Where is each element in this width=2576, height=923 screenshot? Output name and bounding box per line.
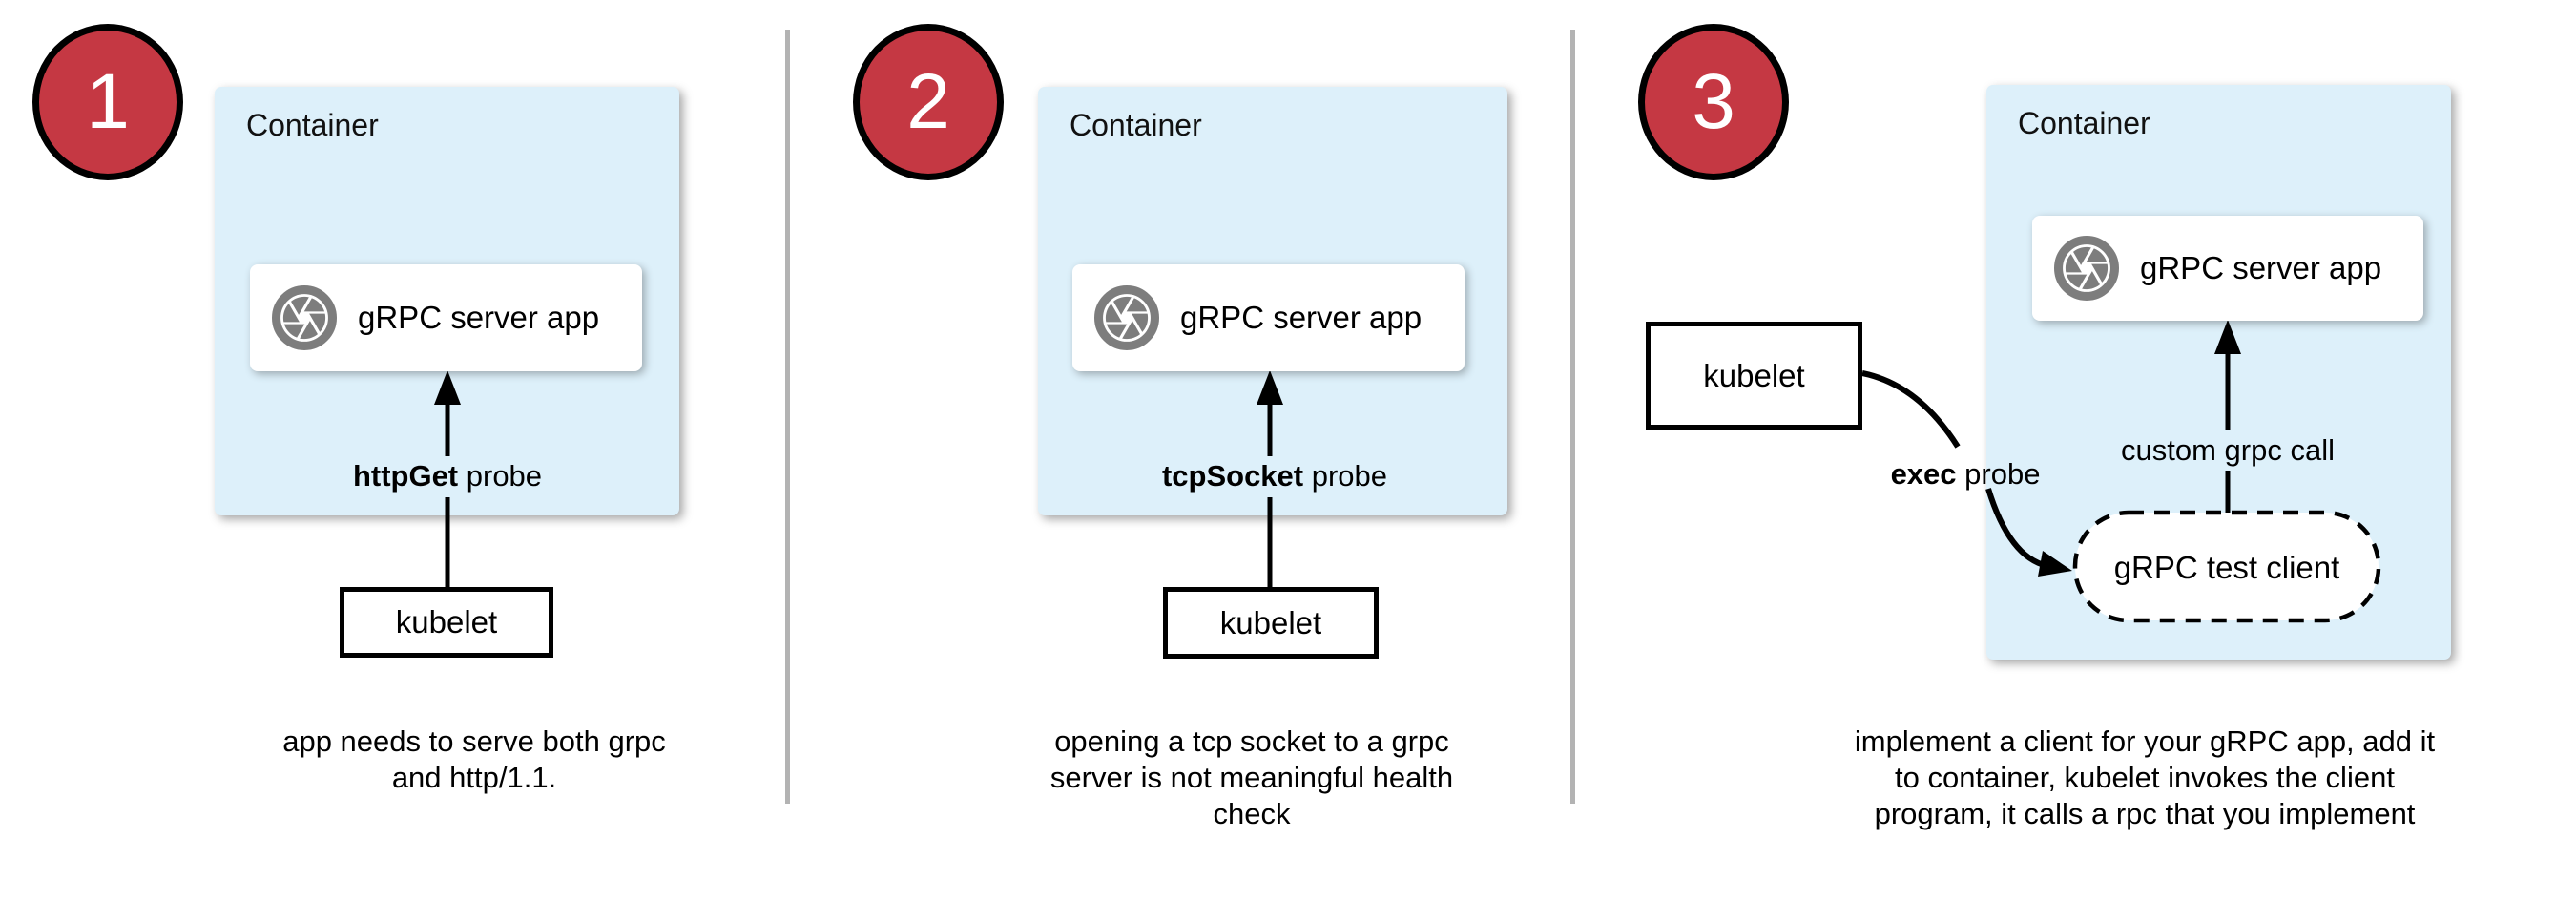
step-badge-1: 1 xyxy=(32,24,183,180)
grpc-test-client-label: gRPC test client xyxy=(2113,550,2340,585)
probe-word-1: probe xyxy=(458,459,543,493)
custom-grpc-call-label: custom grpc call xyxy=(2121,433,2335,467)
probe-label-3: exec probe xyxy=(1822,457,2109,491)
container-label-1: Container xyxy=(246,108,379,142)
kubelet-box-1: kubelet xyxy=(340,587,553,658)
caption-2: opening a tcp socket to a grpc server is… xyxy=(985,724,1519,832)
caption-1-line-1: app needs to serve both grpc xyxy=(282,724,666,758)
grpc-server-app-box-2: gRPC server app xyxy=(1072,264,1465,371)
caption-3-line-1: implement a client for your gRPC app, ad… xyxy=(1854,724,2436,758)
step-badge-3: 3 xyxy=(1638,24,1789,180)
grpc-server-app-label-3: gRPC server app xyxy=(2140,250,2382,285)
probe-word-3: probe xyxy=(1956,457,2041,491)
step-badge-2: 2 xyxy=(853,24,1004,180)
aperture-shutter-icon xyxy=(2054,236,2119,301)
caption-2-line-2: server is not meaningful health xyxy=(1049,761,1454,794)
kubelet-box-3: kubelet xyxy=(1646,322,1862,430)
kubelet-box-2: kubelet xyxy=(1163,587,1379,659)
probe-word-2: probe xyxy=(1303,459,1388,493)
caption-2-line-1: opening a tcp socket to a grpc xyxy=(1054,724,1449,758)
caption-3-line-2: to container, kubelet invokes the client xyxy=(1895,761,2395,794)
container-label-2: Container xyxy=(1070,108,1202,142)
exec-curve-upper xyxy=(1861,370,1961,449)
grpc-server-app-label-1: gRPC server app xyxy=(358,300,600,335)
caption-1-line-2: and http/1.1. xyxy=(391,761,557,794)
panel-divider-2 xyxy=(1570,30,1575,804)
grpc-server-app-box-1: gRPC server app xyxy=(250,264,642,371)
container-label-3: Container xyxy=(2018,106,2150,140)
caption-1: app needs to serve both grpc and http/1.… xyxy=(236,724,713,796)
step-number-1: 1 xyxy=(86,58,130,145)
probe-label-1: httpGet probe xyxy=(304,459,591,493)
kubelet-label-2: kubelet xyxy=(1219,604,1322,640)
step-number-2: 2 xyxy=(906,58,950,145)
probe-type-1: httpGet xyxy=(352,459,459,493)
aperture-shutter-icon xyxy=(272,285,337,350)
panel-divider-1 xyxy=(785,30,790,804)
aperture-shutter-icon xyxy=(1094,285,1159,350)
caption-3-line-3: program, it calls a rpc that you impleme… xyxy=(1874,797,2416,830)
caption-3: implement a client for your gRPC app, ad… xyxy=(1811,724,2479,832)
probe-label-2: tcpSocket probe xyxy=(1132,459,1418,493)
kubelet-label-3: kubelet xyxy=(1703,357,1805,393)
probe-type-3: exec xyxy=(1890,457,1957,491)
grpc-server-app-box-3: gRPC server app xyxy=(2032,216,2423,321)
probe-type-2: tcpSocket xyxy=(1161,459,1304,493)
grpc-server-app-label-2: gRPC server app xyxy=(1180,300,1423,335)
step-number-3: 3 xyxy=(1692,58,1735,145)
caption-2-line-3: check xyxy=(1213,797,1291,830)
kubelet-label-1: kubelet xyxy=(395,604,498,640)
